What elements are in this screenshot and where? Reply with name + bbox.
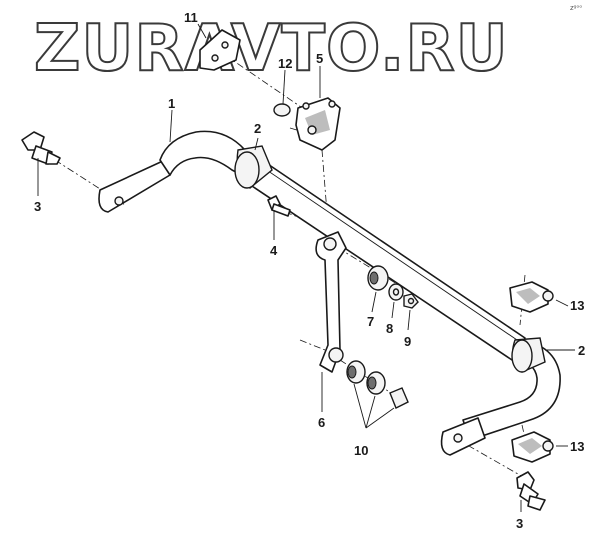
upper-washer bbox=[273, 103, 291, 117]
link-bolt bbox=[267, 195, 291, 217]
stabilizer-link bbox=[315, 231, 347, 373]
callout-leaders bbox=[37, 23, 575, 512]
callout-2-right: 2 bbox=[578, 343, 585, 358]
bolt-left bbox=[21, 131, 61, 165]
bolt-right bbox=[516, 471, 546, 511]
callout-13-upper: 13 bbox=[570, 298, 584, 313]
callout-13-lower: 13 bbox=[570, 439, 584, 454]
washer bbox=[388, 283, 404, 301]
callout-3-right: 3 bbox=[516, 516, 523, 531]
callout-7: 7 bbox=[367, 314, 374, 329]
callout-10: 10 bbox=[354, 443, 368, 458]
watermark-text: ZURAVTO.RU bbox=[34, 12, 509, 86]
lower-link-bushings bbox=[346, 360, 409, 409]
callout-11: 11 bbox=[184, 10, 198, 25]
callout-12: 12 bbox=[278, 56, 292, 71]
upper-bracket bbox=[199, 29, 241, 71]
callout-2-left: 2 bbox=[254, 121, 261, 136]
callout-6: 6 bbox=[318, 415, 325, 430]
bushing-clamp-lower bbox=[511, 431, 554, 463]
callout-8: 8 bbox=[386, 321, 393, 336]
bushing-clamp-upper bbox=[509, 281, 554, 313]
callout-9: 9 bbox=[404, 334, 411, 349]
bar-bushing-left bbox=[234, 145, 273, 189]
corner-mark: zᵍᵒᵒ bbox=[570, 4, 582, 12]
callout-labels: 1 2 2 3 3 4 5 6 7 8 9 10 11 12 13 13 bbox=[34, 10, 585, 531]
nut bbox=[403, 293, 419, 309]
callout-1: 1 bbox=[168, 96, 175, 111]
callout-4: 4 bbox=[270, 243, 278, 258]
link-bushing bbox=[367, 265, 389, 291]
mounting-bracket bbox=[295, 97, 341, 151]
callout-5: 5 bbox=[316, 51, 323, 66]
bar-bushing-right bbox=[511, 337, 546, 373]
assembly-axis-lines bbox=[54, 54, 531, 479]
callout-3-left: 3 bbox=[34, 199, 41, 214]
